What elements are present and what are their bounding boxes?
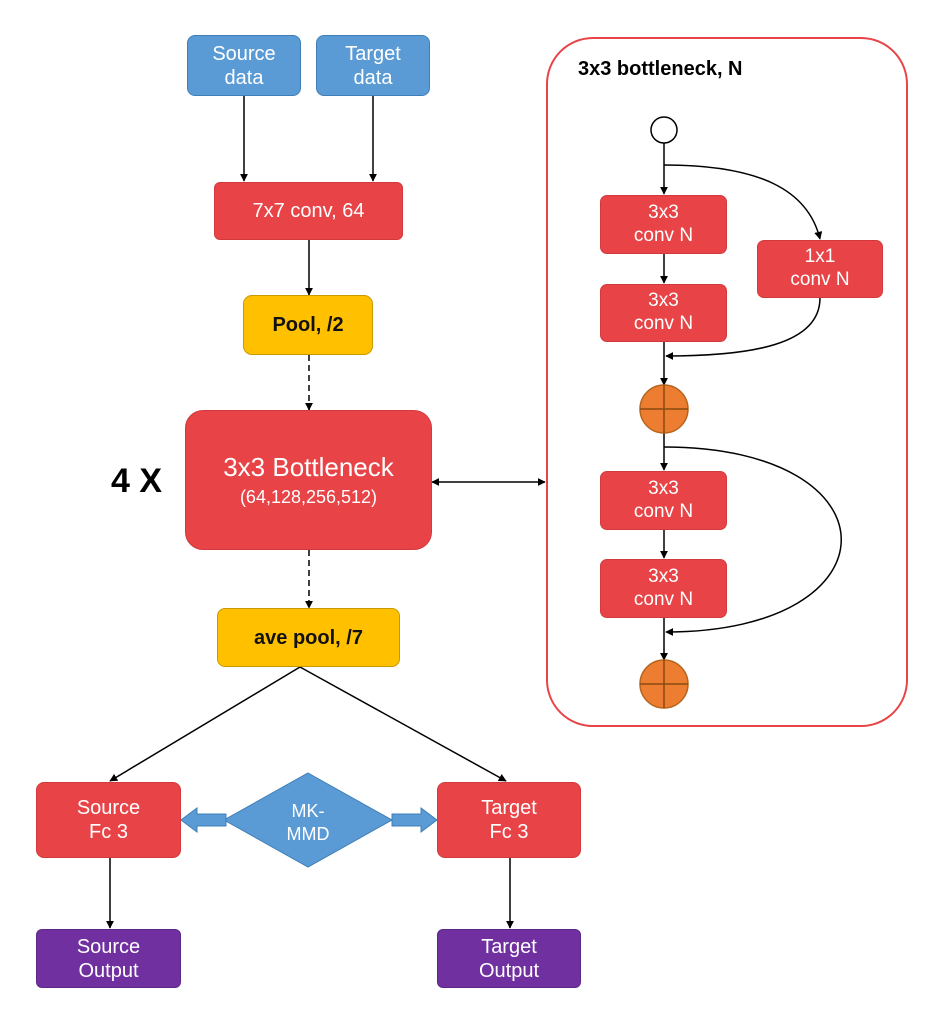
conv-a2-block: 3x3 conv N bbox=[600, 284, 727, 342]
arrow-identity-shortcut bbox=[663, 446, 842, 636]
shortcut-conv-label: 1x1 conv N bbox=[790, 246, 850, 290]
sum-node-1 bbox=[639, 384, 689, 434]
mkmmd-label: MK- MMD bbox=[286, 801, 330, 844]
conv7x7-block: 7x7 conv, 64 bbox=[214, 182, 403, 240]
target-data-label: Target data bbox=[345, 42, 401, 89]
arrow-avepool-to-source-fc bbox=[109, 666, 301, 782]
source-fc-label: Source Fc 3 bbox=[76, 797, 141, 843]
target-fc-label: Target Fc 3 bbox=[481, 797, 537, 843]
bottleneck-sizes: (64,128,256,512) bbox=[239, 486, 378, 507]
conv-b1-label: 3x3 conv N bbox=[633, 477, 694, 522]
ave-pool-block: ave pool, /7 bbox=[217, 608, 400, 667]
block-arrow-to-target-fc bbox=[391, 807, 438, 833]
source-data-label: Source data bbox=[212, 42, 276, 89]
shortcut-conv-block: 1x1 conv N bbox=[757, 240, 883, 298]
detail-panel-title: 3x3 bottleneck, N bbox=[578, 58, 743, 80]
target-fc-block: Target Fc 3 bbox=[437, 782, 581, 858]
conv-b2-block: 3x3 conv N bbox=[600, 559, 727, 618]
sum-node-2 bbox=[639, 659, 689, 709]
bottleneck-title: 3x3 Bottleneck bbox=[223, 451, 394, 482]
conv-b1-block: 3x3 conv N bbox=[600, 471, 727, 530]
conv-b2-label: 3x3 conv N bbox=[633, 565, 694, 610]
conv-a1-label: 3x3 conv N bbox=[633, 201, 694, 246]
source-data-block: Source data bbox=[187, 35, 301, 96]
arrow-input-to-shortcut bbox=[663, 164, 823, 240]
conv7x7-label: 7x7 conv, 64 bbox=[252, 200, 365, 222]
arrow-shortcut-to-merge bbox=[665, 297, 821, 360]
pool-block: Pool, /2 bbox=[243, 295, 373, 355]
conv-a1-block: 3x3 conv N bbox=[600, 195, 727, 254]
ave-pool-label: ave pool, /7 bbox=[254, 626, 363, 649]
source-fc-block: Source Fc 3 bbox=[36, 782, 181, 858]
source-output-label: Source Output bbox=[76, 935, 141, 982]
detail-panel-frame bbox=[546, 37, 908, 727]
source-output-block: Source Output bbox=[36, 929, 181, 988]
target-data-block: Target data bbox=[316, 35, 430, 96]
conv-a2-label: 3x3 conv N bbox=[633, 290, 694, 334]
bottleneck-block: 3x3 Bottleneck (64,128,256,512) bbox=[185, 410, 432, 550]
input-node bbox=[650, 116, 678, 144]
arrow-avepool-to-target-fc bbox=[299, 666, 507, 782]
target-output-label: Target Output bbox=[478, 935, 540, 982]
block-arrow-to-source-fc bbox=[180, 807, 227, 833]
mkmmd-diamond bbox=[222, 772, 394, 868]
pool-label: Pool, /2 bbox=[272, 314, 344, 336]
repeat-label: 4 X bbox=[111, 462, 163, 500]
target-output-block: Target Output bbox=[437, 929, 581, 988]
